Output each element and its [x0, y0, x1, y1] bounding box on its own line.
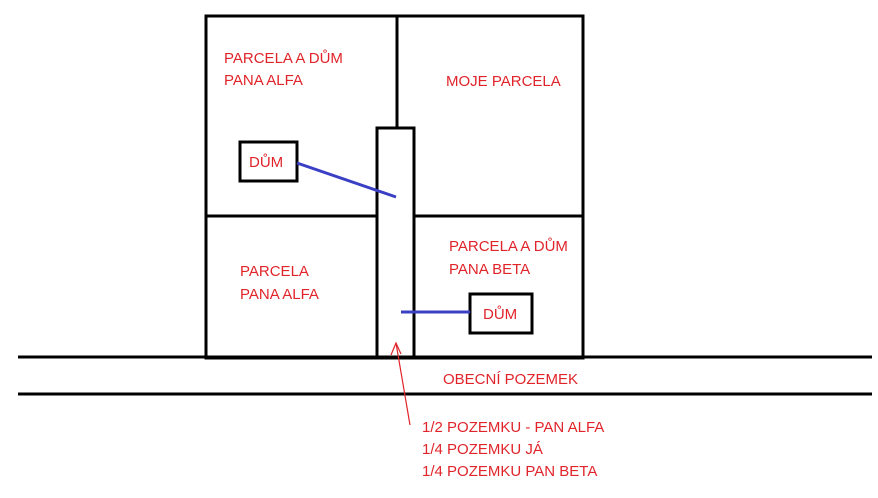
label-share-2: 1/4 POZEMKU JÁ	[422, 441, 543, 458]
connector-alfa	[296, 161, 397, 199]
label-house-alfa: DŮM	[249, 153, 283, 171]
label-parcel-alfa-2: PANA ALFA	[240, 286, 319, 303]
label-share-1: 1/2 POZEMKU - PAN ALFA	[422, 419, 604, 436]
pointer-arrow	[395, 342, 411, 426]
label-parcel-beta-house-2: PANA BETA	[449, 261, 530, 278]
label-parcel-alfa-house-1: PARCELA A DŮM	[224, 49, 343, 67]
label-public-land: OBECNÍ POZEMEK	[443, 371, 578, 388]
pointer-arrowhead	[390, 341, 402, 356]
label-house-beta: DŮM	[483, 305, 517, 323]
label-parcel-beta-house-1: PARCELA A DŮM	[449, 237, 568, 255]
label-share-3: 1/4 POZEMKU PAN BETA	[422, 463, 597, 480]
label-parcel-alfa-house-2: PANA ALFA	[224, 72, 303, 89]
shared-access-strip	[375, 126, 416, 360]
house-alfa-box	[238, 140, 299, 183]
label-my-parcel: MOJE PARCELA	[446, 73, 561, 90]
label-parcel-alfa-1: PARCELA	[240, 263, 309, 280]
